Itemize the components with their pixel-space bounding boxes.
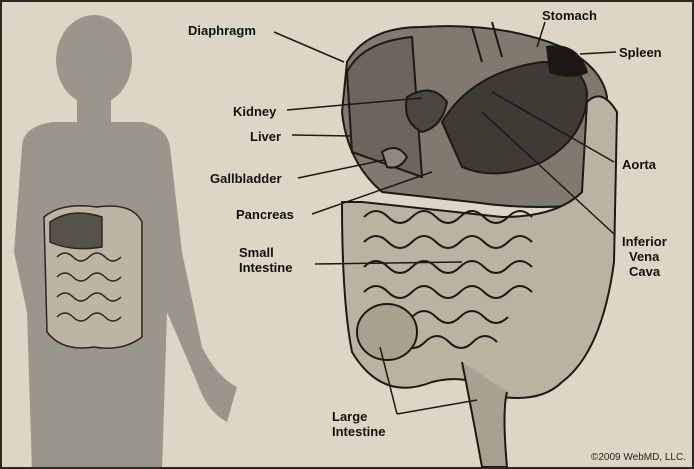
label-stomach: Stomach xyxy=(542,8,597,23)
label-aorta: Aorta xyxy=(622,157,656,172)
label-pancreas: Pancreas xyxy=(236,207,294,222)
label-large-line2: Intestine xyxy=(332,424,385,439)
label-diaphragm: Diaphragm xyxy=(188,23,256,38)
label-gallbladder: Gallbladder xyxy=(210,171,282,186)
organ-drawing xyxy=(342,22,617,467)
label-large-line1: Large xyxy=(332,409,385,424)
label-large-intestine: Large Intestine xyxy=(332,409,385,439)
label-small-intestine: Small Intestine xyxy=(239,245,292,275)
label-liver: Liver xyxy=(250,129,281,144)
label-inferior-line2: Vena xyxy=(622,249,667,264)
label-inferior-line3: Cava xyxy=(622,264,667,279)
label-inferior-vena-cava: Inferior Vena Cava xyxy=(622,234,667,279)
label-kidney: Kidney xyxy=(233,104,276,119)
organ-thumbnail xyxy=(44,206,142,349)
label-spleen: Spleen xyxy=(619,45,662,60)
label-inferior-line1: Inferior xyxy=(622,234,667,249)
label-small-line2: Intestine xyxy=(239,260,292,275)
copyright-credit: ©2009 WebMD, LLC. xyxy=(591,452,686,463)
label-small-line1: Small xyxy=(239,245,292,260)
